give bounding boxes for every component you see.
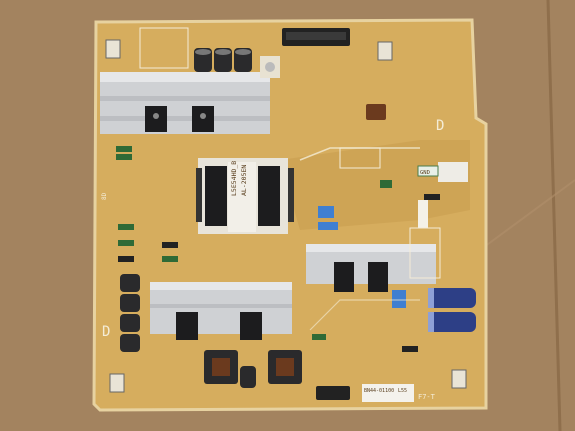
- corner-clip: [451, 369, 467, 389]
- transistor: [334, 262, 354, 292]
- diode: [116, 146, 132, 152]
- inductor-core: [212, 358, 230, 376]
- diode: [116, 154, 132, 160]
- transistor: [176, 312, 198, 340]
- silk-text-f7: F7-T: [418, 393, 436, 401]
- capacitor: [120, 294, 140, 312]
- silk-label-d-left: D: [102, 324, 110, 340]
- white-label: [438, 162, 468, 182]
- heatsink-bottom-left-fin: [150, 282, 292, 290]
- heatsink-top-left-fin: [100, 72, 270, 82]
- diode-group-left: [116, 146, 440, 352]
- capacitor: [240, 366, 256, 388]
- capacitor-band: [428, 312, 434, 332]
- transistor-screw: [153, 113, 159, 119]
- electrolytic-capacitor: [428, 288, 476, 308]
- heatsink-top-left: [100, 72, 270, 134]
- corner-clip: [109, 373, 125, 393]
- capacitor: [120, 334, 140, 352]
- top-connector-pins: [286, 32, 346, 40]
- diode: [402, 346, 418, 352]
- sticker-vertical: [418, 200, 428, 228]
- inductor: [366, 104, 386, 120]
- diode: [380, 180, 392, 188]
- transformer-core: [258, 166, 280, 226]
- transformer-pins: [288, 168, 294, 222]
- white-label-green: [417, 165, 439, 177]
- cardboard-crease-2: [479, 179, 575, 251]
- diode: [118, 240, 134, 246]
- sticker-text-1: BN44-01100: [364, 388, 394, 394]
- cardboard-crease: [546, 0, 562, 431]
- white-component-dot: [265, 62, 275, 72]
- silk-trace: [299, 147, 420, 161]
- blue-capacitor: [318, 222, 338, 230]
- transformer-pins: [196, 168, 202, 222]
- silk-trace: [309, 299, 420, 331]
- heatsink-top-left-fin-3: [100, 116, 270, 121]
- transformer-core: [205, 166, 227, 226]
- heatsink-middle-right-fin: [306, 244, 436, 252]
- bottom-connector: [316, 386, 350, 400]
- product-sticker: [362, 384, 414, 402]
- diode: [118, 256, 134, 262]
- diode: [424, 194, 440, 200]
- transistor-screw: [200, 113, 206, 119]
- heatsink-top-left-fin-2: [100, 96, 270, 101]
- inductor-core: [276, 358, 294, 376]
- corner-clip: [105, 39, 121, 59]
- capacitor-top: [215, 49, 231, 55]
- electrolytic-capacitor: [428, 312, 476, 332]
- transformer-label: [228, 162, 256, 232]
- blue-capacitor: [318, 206, 334, 218]
- silk-box: [409, 227, 441, 279]
- diode: [118, 224, 134, 230]
- transformer-text-2: AL-205EN: [240, 165, 248, 196]
- diode: [162, 242, 178, 248]
- capacitor: [120, 274, 140, 292]
- diode: [312, 334, 326, 340]
- corner-clip: [377, 41, 393, 61]
- capacitor-top: [235, 49, 251, 55]
- silk-label-d-right: D: [436, 118, 444, 134]
- transistor: [368, 262, 388, 292]
- sticker-text-3: L55: [398, 388, 407, 394]
- capacitor: [120, 314, 140, 332]
- blue-capacitor: [392, 290, 406, 308]
- transformer-text-1: L5E54HD_B: [230, 161, 238, 196]
- white-label-text: GND: [420, 170, 430, 176]
- capacitor-band: [428, 288, 434, 308]
- diode: [162, 256, 178, 262]
- capacitor-top: [195, 49, 211, 55]
- silk-box: [139, 27, 189, 69]
- heatsink-bottom-left-fin-2: [150, 304, 292, 308]
- transistor: [240, 312, 262, 340]
- silk-label-8d: 8D: [101, 192, 108, 200]
